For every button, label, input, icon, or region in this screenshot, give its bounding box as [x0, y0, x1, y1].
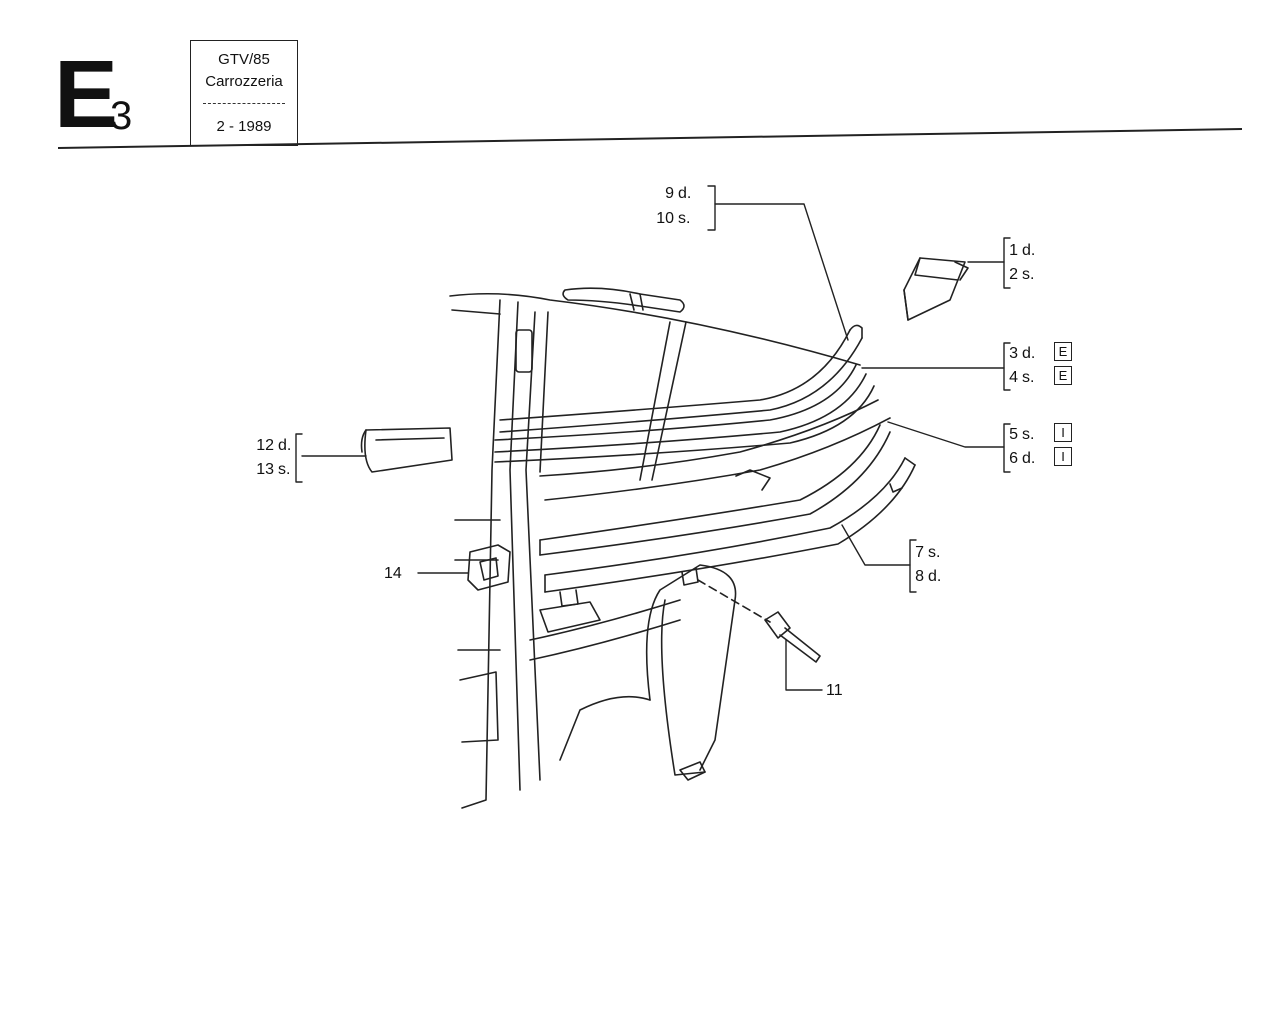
part-9-10-strip: [499, 324, 863, 433]
part-14-clip: [467, 544, 511, 591]
callout-14: 14: [384, 565, 402, 582]
date-label: 2 - 1989: [216, 118, 272, 135]
car-body-outline: [449, 292, 891, 809]
part-12-13-cap: [360, 427, 453, 473]
callout-6-code-box: I: [1054, 447, 1072, 466]
part-7-8-channel: [544, 457, 916, 607]
part-11-screw: [697, 579, 821, 663]
section-letter: E: [54, 41, 119, 148]
callout-3-code-box: E: [1054, 342, 1072, 361]
callout-4-code-box: E: [1054, 366, 1072, 385]
model-label: GTV/85: [218, 51, 270, 68]
header-rule: [58, 128, 1242, 149]
section-number: 3: [110, 94, 133, 138]
part-1-2-trim: [903, 257, 969, 321]
callout-5-code-box: I: [1054, 423, 1072, 442]
callout-11: 11: [826, 682, 843, 699]
part-3-4-strip: [494, 364, 875, 463]
group-label: Carrozzeria: [205, 73, 283, 90]
part-5-6-strip: [539, 424, 891, 556]
leader-lines: [295, 185, 1011, 691]
title-separator: [203, 103, 285, 104]
roof-seal-strip: [562, 287, 685, 313]
